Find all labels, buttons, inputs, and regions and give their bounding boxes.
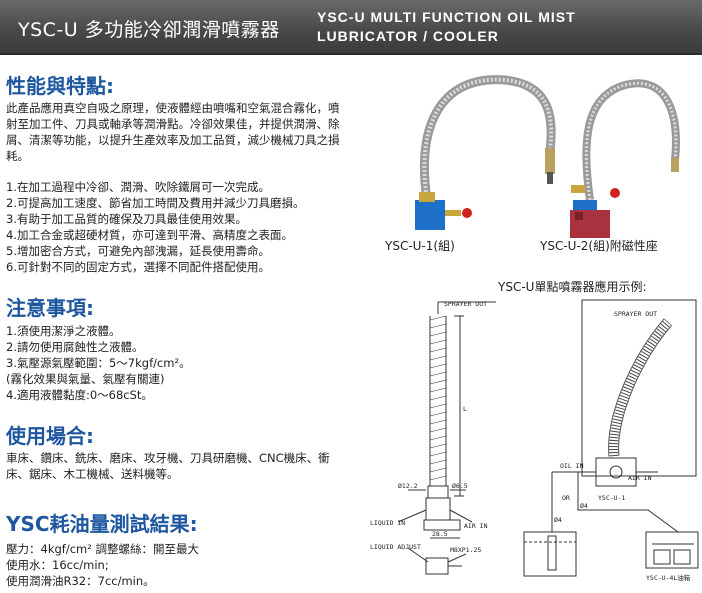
features-title: 性能與特點: [6, 74, 114, 98]
features-item: 4.加工合金或超硬材質，亦可達到平滑、高精度之表面。 [6, 228, 293, 242]
drawing-right-model: YSC-U-1 [598, 494, 625, 502]
notes-item: 1.須使用潔淨之液體。 [6, 324, 121, 338]
product-2-image [570, 79, 680, 238]
notes-item: 2.請勿使用腐蝕性之液體。 [6, 340, 144, 354]
notes-item: (霧化效果與氣量、氣壓有關連) [6, 372, 165, 386]
drawing-left-dia2: Ø6.5 [452, 482, 468, 490]
notes-item: 4.適用液體黏度:0～68cSt。 [6, 388, 153, 402]
header-title-en: YSC-U MULTI FUNCTION OIL MIST LUBRICATOR… [317, 8, 576, 46]
drawing-right-or: OR [562, 494, 570, 502]
usage-text: 車床、鑽床、銑床、磨床、攻牙機、刀具研磨機、CNC機床、衝床、鋸床、木工機械、送… [6, 451, 330, 481]
dimension-drawing: SPRAYER OUT L Ø12.2 Ø6.5 LIQUID IN AIR I… [370, 300, 496, 575]
drawing-left-liquid-in: LIQUID IN [370, 519, 405, 527]
features-item: 6.可針對不同的固定方式，選擇不同配件搭配使用。 [6, 260, 270, 274]
drawing-right-sprayer-out: SPRAYER OUT [614, 310, 657, 318]
test-line: 壓力：4kgf/cm² 調整螺絲：開至最大 [6, 542, 199, 556]
test-line: 使用水：16cc/min; [6, 558, 109, 572]
drawing-left-dim-l: L [463, 405, 467, 413]
features-item: 5.增加密合方式，可避免內部洩漏，延長使用壽命。 [6, 244, 270, 258]
application-example-title: YSC-U單點噴霧器應用示例: [498, 280, 647, 294]
features-item: 3.有助于加工品質的確保及刀具最佳使用效果。 [6, 212, 247, 226]
drawing-left-sprayer-out: SPRAYER OUT [444, 300, 487, 308]
product-1-image [415, 75, 556, 230]
drawing-right-dia-a: Ø4 [580, 502, 588, 510]
features-list: 1.在加工過程中冷卻、潤滑、吹除鐵屑可一次完成。 2.可提高加工速度、節省加工時… [6, 179, 351, 275]
notes-item: 3.氣壓源氣壓範圍：5～7kgf/cm²。 [6, 356, 191, 370]
features-item: 2.可提高加工速度、節省加工時間及費用并減少刀具磨損。 [6, 196, 305, 210]
application-drawing: SPRAYER OUT OIL IN AIR IN OR YSC-U-1 Ø4 … [523, 299, 699, 582]
drawing-right-oil-in: OIL IN [560, 462, 584, 470]
product-1-label: YSC-U-1(組) [385, 239, 455, 253]
test-title: YSC耗油量測試結果: [6, 512, 198, 536]
drawing-right-air-in: AIR IN [628, 474, 652, 482]
product-2-label: YSC-U-2(組)附磁性座 [540, 239, 658, 253]
test-line: 使用潤滑油R32：7cc/min。 [6, 574, 155, 588]
drawing-right-dia-b: Ø4 [554, 516, 562, 524]
features-item: 1.在加工過程中冷卻、潤滑、吹除鐵屑可一次完成。 [6, 180, 270, 194]
usage-title: 使用場合: [6, 424, 94, 448]
drawing-right-tank: YSC-U-4L油箱 [646, 573, 691, 582]
drawing-left-liquid-adjust: LIQUID ADJUST [370, 543, 421, 551]
test-lines: 壓力：4kgf/cm² 調整螺絲：開至最大 使用水：16cc/min; 使用潤滑… [6, 541, 336, 589]
product-photos [415, 75, 680, 238]
drawing-left-dia1: Ø12.2 [398, 482, 418, 490]
drawing-left-thread: M8XP1.25 [450, 546, 481, 554]
drawing-left-dim-28: 28.5 [432, 530, 448, 538]
page-header: YSC-U 多功能冷卻潤滑噴霧器 YSC-U MULTI FUNCTION OI… [0, 0, 702, 55]
notes-title: 注意事項: [6, 296, 94, 320]
features-intro: 此產品應用真空自吸之原理，使液體經由噴嘴和空氣混合霧化，噴射至加工件、刀具或軸承… [6, 101, 340, 163]
header-title-en-line2: LUBRICATOR / COOLER [317, 28, 499, 44]
notes-list: 1.須使用潔淨之液體。 2.請勿使用腐蝕性之液體。 3.氣壓源氣壓範圍：5～7k… [6, 323, 306, 403]
header-title-en-line1: YSC-U MULTI FUNCTION OIL MIST [317, 9, 576, 25]
drawing-left-air-in: AIR IN [464, 522, 488, 530]
header-title-zh: YSC-U 多功能冷卻潤滑噴霧器 [18, 19, 280, 41]
